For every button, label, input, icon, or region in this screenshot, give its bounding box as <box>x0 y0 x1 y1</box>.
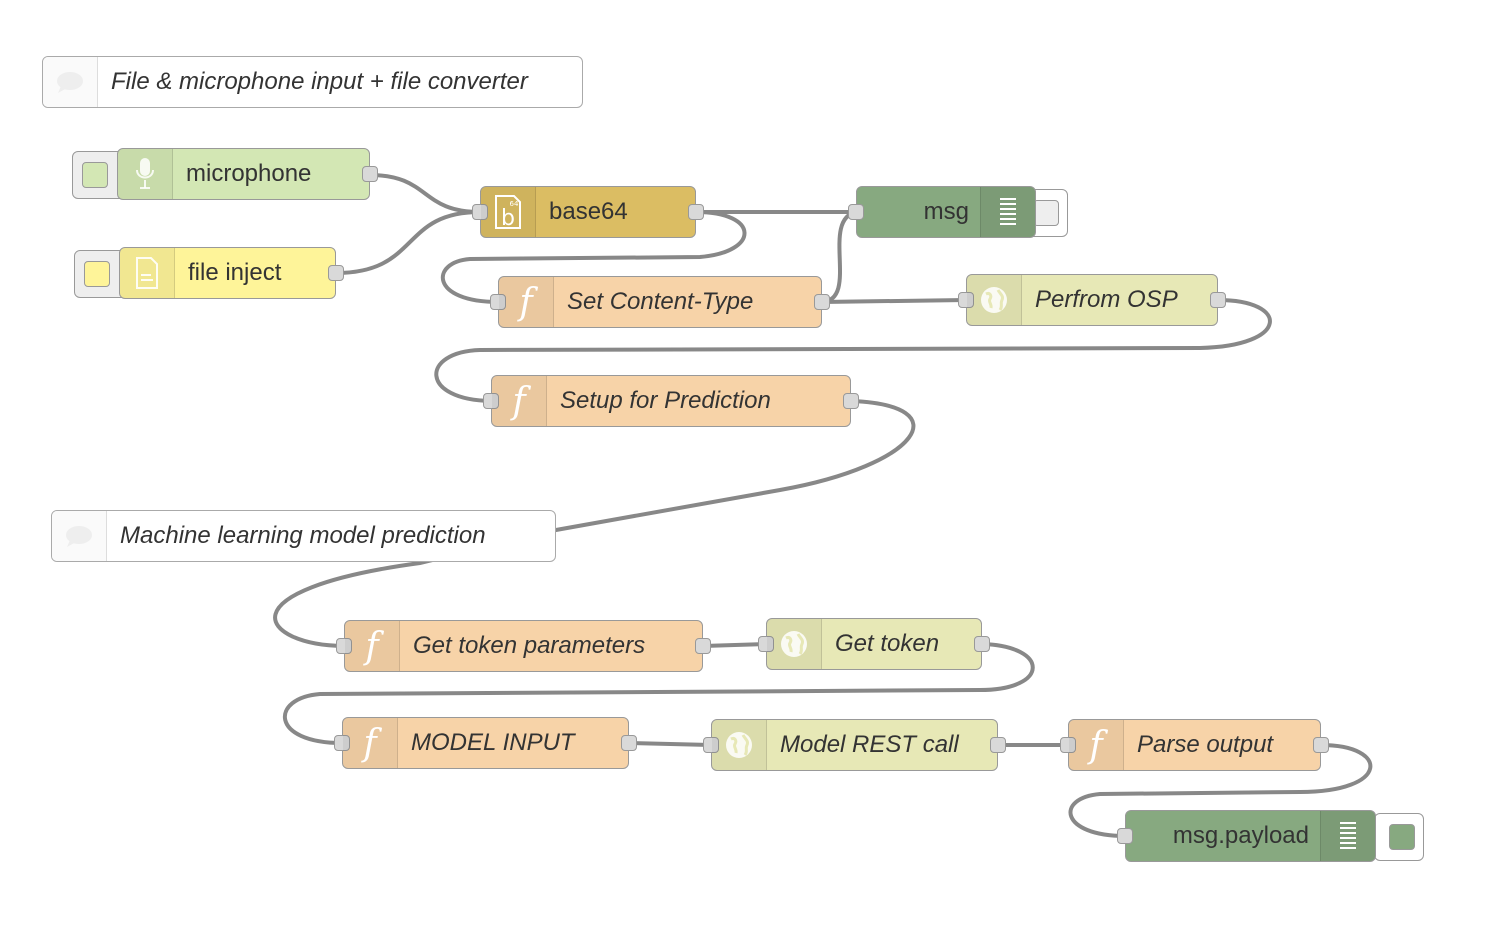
wire-osp-setup <box>434 298 1272 403</box>
parse-output-label: Parse output <box>1137 731 1274 758</box>
model-input-label: MODEL INPUT <box>411 729 575 756</box>
comment-node-input[interactable]: File & microphone input + file converter <box>42 56 583 108</box>
model-input-output-port[interactable] <box>621 735 637 751</box>
msg-label: msg <box>923 198 969 225</box>
get-token-params-label: Get token parameters <box>413 632 646 659</box>
get-token-label: Get token <box>835 630 940 657</box>
function-icon: f <box>492 376 547 426</box>
perform-osp-label: Perfrom OSP <box>1035 286 1178 313</box>
model-input-input-port[interactable] <box>334 735 350 751</box>
msg-payload-debug-toggle-square <box>1389 824 1415 850</box>
msg-payload-debug-node[interactable]: msg.payload <box>1117 810 1376 862</box>
microphone-node[interactable]: microphone <box>117 148 378 200</box>
microphone-label: microphone <box>186 160 312 187</box>
msg-payload-input-port[interactable] <box>1117 828 1133 844</box>
base64-label: base64 <box>549 198 628 225</box>
get-token-params-node[interactable]: f Get token parameters <box>336 620 711 672</box>
perform-osp-node[interactable]: Perfrom OSP <box>958 274 1226 326</box>
wire-fileinject-base64 <box>334 210 482 275</box>
setup-prediction-input-port[interactable] <box>483 393 499 409</box>
base64-output-port[interactable] <box>688 204 704 220</box>
set-content-type-label: Set Content-Type <box>567 288 754 315</box>
function-icon: f <box>1069 720 1124 770</box>
msg-input-port[interactable] <box>848 204 864 220</box>
set-content-type-output-port[interactable] <box>814 294 830 310</box>
base64-input-port[interactable] <box>472 204 488 220</box>
model-rest-call-node[interactable]: Model REST call <box>703 719 1006 771</box>
setup-prediction-output-port[interactable] <box>843 393 859 409</box>
msg-debug-node[interactable]: msg <box>848 186 1036 238</box>
perform-osp-input-port[interactable] <box>958 292 974 308</box>
svg-text:f: f <box>516 282 538 322</box>
debug-list-icon <box>1320 811 1375 861</box>
comment-icon <box>43 57 98 107</box>
microphone-output-port[interactable] <box>362 166 378 182</box>
globe-icon <box>767 619 822 669</box>
debug-list-icon <box>980 187 1035 237</box>
get-token-node[interactable]: Get token <box>758 618 990 670</box>
comment-label: Machine learning model prediction <box>120 522 486 549</box>
model-rest-call-label: Model REST call <box>780 731 959 758</box>
function-icon: f <box>345 621 400 671</box>
parse-output-node[interactable]: f Parse output <box>1060 719 1329 771</box>
set-content-type-node[interactable]: f Set Content-Type <box>490 276 830 328</box>
setup-prediction-label: Setup for Prediction <box>560 387 771 414</box>
svg-text:64: 64 <box>510 200 519 208</box>
get-token-input-port[interactable] <box>758 636 774 652</box>
wire-gettokenparams-gettoken <box>701 642 768 648</box>
svg-text:f: f <box>362 626 384 666</box>
msg-payload-debug-toggle[interactable] <box>1374 813 1424 861</box>
globe-icon <box>712 720 767 770</box>
svg-text:f: f <box>509 381 531 421</box>
parse-output-output-port[interactable] <box>1313 737 1329 753</box>
microphone-icon <box>118 149 173 199</box>
file-icon <box>120 248 175 298</box>
microphone-button-square <box>82 162 108 188</box>
msg-debug-toggle-square <box>1033 200 1059 226</box>
wire-modelinput-restcall <box>627 741 713 747</box>
svg-text:f: f <box>360 723 382 763</box>
wire-setcontent-msg <box>820 210 858 304</box>
svg-text:f: f <box>1086 725 1108 765</box>
setup-prediction-node[interactable]: f Setup for Prediction <box>483 375 859 427</box>
comment-icon <box>52 511 107 561</box>
wire-setcontent-osp <box>820 298 968 304</box>
comment-node-ml[interactable]: Machine learning model prediction <box>51 510 556 562</box>
get-token-output-port[interactable] <box>974 636 990 652</box>
file-inject-output-port[interactable] <box>328 265 344 281</box>
comment-label: File & microphone input + file converter <box>111 68 528 95</box>
wire-gettoken-modelinput <box>282 642 1035 745</box>
model-input-node[interactable]: f MODEL INPUT <box>334 717 637 769</box>
parse-output-input-port[interactable] <box>1060 737 1076 753</box>
function-icon: f <box>499 277 554 327</box>
wire-base64-setcontent <box>440 210 747 304</box>
set-content-type-input-port[interactable] <box>490 294 506 310</box>
file-inject-button-square <box>84 261 110 287</box>
wire-microphone-base64 <box>368 173 482 214</box>
svg-text:b: b <box>501 206 515 230</box>
wire-parse-msgpayload <box>1068 743 1373 838</box>
globe-icon <box>967 275 1022 325</box>
get-token-params-output-port[interactable] <box>695 638 711 654</box>
file-inject-label: file inject <box>188 259 282 286</box>
model-rest-call-output-port[interactable] <box>990 737 1006 753</box>
perform-osp-output-port[interactable] <box>1210 292 1226 308</box>
file-inject-node[interactable]: file inject <box>119 247 344 299</box>
msg-payload-label: msg.payload <box>1172 822 1309 849</box>
function-icon: f <box>343 718 398 768</box>
model-rest-call-input-port[interactable] <box>703 737 719 753</box>
get-token-params-input-port[interactable] <box>336 638 352 654</box>
